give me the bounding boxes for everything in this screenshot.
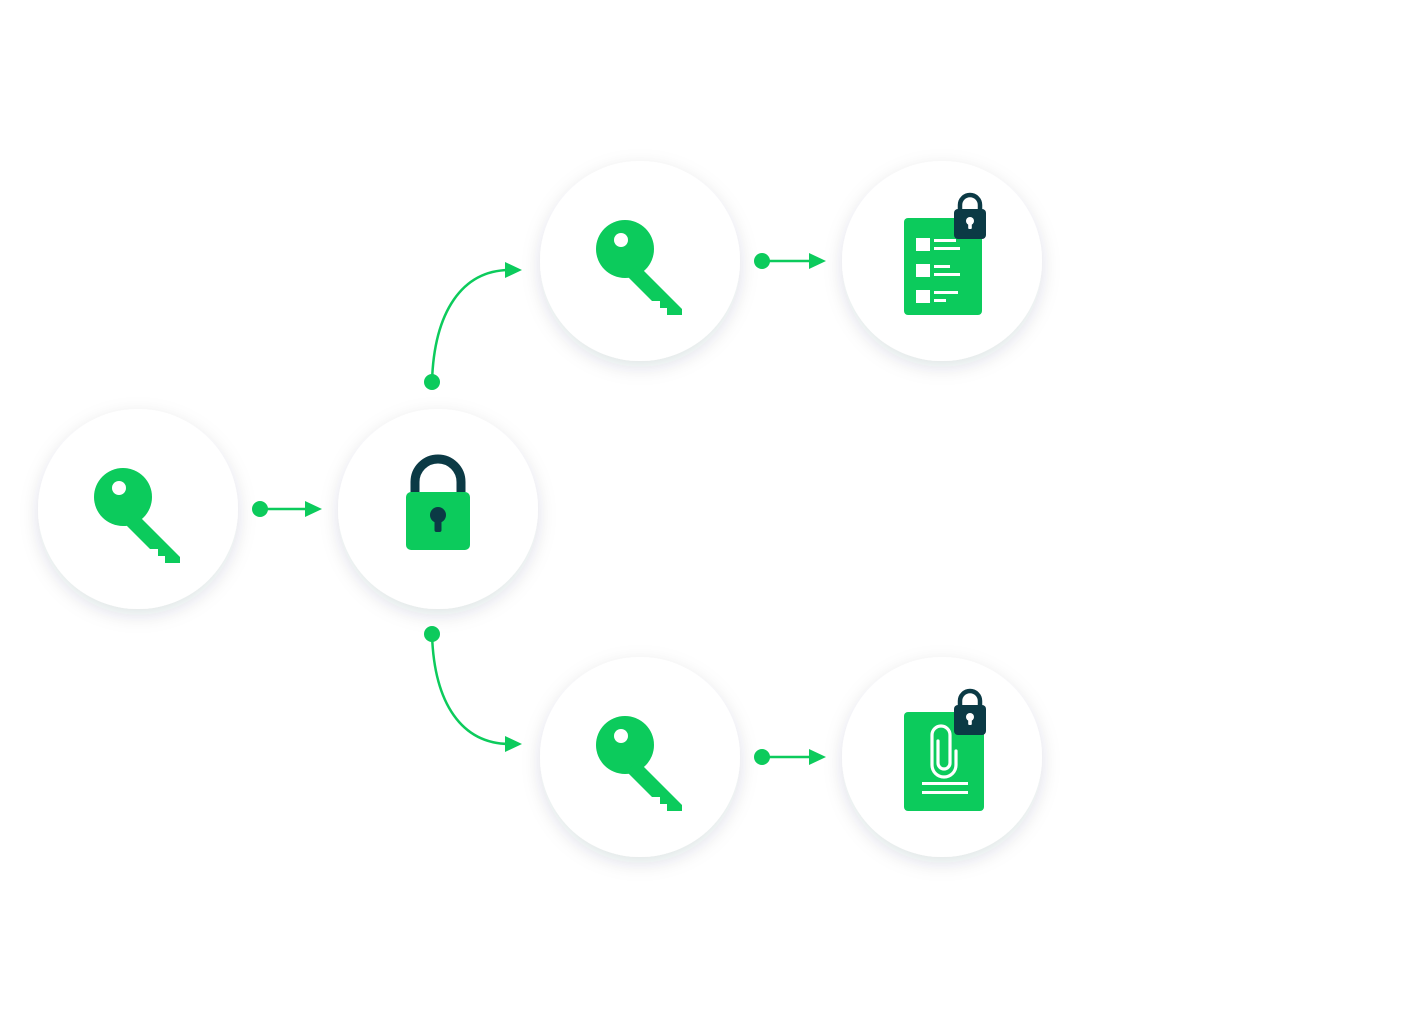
list-line-icon [934,247,960,250]
checkbox-icon [916,290,930,303]
list-line-icon [934,239,956,242]
locked-attachment-document-icon [904,691,986,811]
edge-vault-lock-to-key-top [424,262,522,390]
key-top-node [540,161,740,361]
edge-curve [430,633,511,746]
arrowhead-icon [809,253,826,269]
text-line-icon [922,782,968,785]
arrowhead-icon [505,262,522,278]
vault-lock-node [338,409,538,609]
list-line-icon [934,273,960,276]
edge-master-key-to-vault-lock [252,501,322,517]
arrowhead-icon [305,501,322,517]
list-line-icon [934,265,950,268]
list-line-icon [934,299,946,302]
nodes-layer [38,161,1042,857]
checkbox-icon [916,264,930,277]
arrowhead-icon [505,736,522,752]
edge-key-top-to-locked-list-document [754,253,826,269]
text-line-icon [922,791,968,794]
locked-list-document-icon [904,195,986,315]
key-bottom-node [540,657,740,857]
checkbox-icon [916,238,930,251]
locked-list-document-node [842,161,1042,361]
locked-attachment-document-node [842,657,1042,857]
list-line-icon [934,291,958,294]
paperclip-icon [930,724,958,779]
document-icon [904,712,984,811]
edge-key-bottom-to-locked-attachment-document [754,749,826,765]
arrowhead-icon [809,749,826,765]
edges-layer [252,253,826,765]
edge-curve [430,268,511,383]
master-key-node [38,409,238,609]
edge-vault-lock-to-key-bottom [424,626,522,752]
